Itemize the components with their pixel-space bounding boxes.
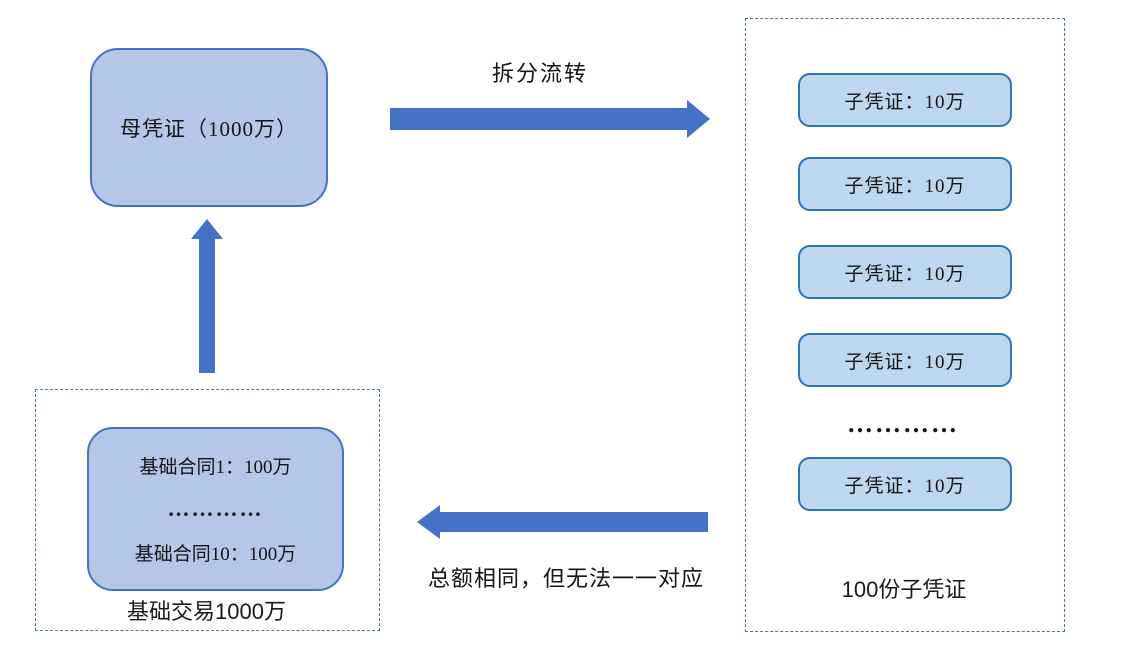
child-voucher-label: 子凭证：10万	[844, 263, 966, 285]
base-contract-line-1: 基础合同1：100万	[139, 457, 292, 478]
split-arrow-head	[687, 100, 710, 138]
child-voucher-label: 子凭证：10万	[844, 351, 966, 373]
child-voucher-label: 子凭证：10万	[844, 175, 966, 197]
child-voucher-label: 子凭证：10万	[844, 475, 966, 497]
return-flow-label: 总额相同，但无法一一对应	[427, 566, 704, 591]
base-transaction-caption: 基础交易1000万	[127, 599, 286, 624]
child-voucher-box: 子凭证：10万	[798, 245, 1012, 299]
parent-voucher-box: 母凭证（1000万）	[90, 48, 328, 207]
base-contract-ellipsis: …………	[167, 496, 264, 521]
base-contract-box: 基础合同1：100万 ………… 基础合同10：100万	[87, 427, 344, 591]
base-contract-line-2: 基础合同10：100万	[134, 544, 297, 565]
child-vouchers-caption: 100份子凭证	[841, 577, 967, 602]
child-voucher-box: 子凭证：10万	[798, 157, 1012, 211]
parent-voucher-label: 母凭证（1000万）	[120, 116, 298, 141]
issuance-arrow-head	[191, 219, 223, 239]
child-voucher-box: 子凭证：10万	[798, 457, 1012, 511]
child-voucher-label: 子凭证：10万	[844, 91, 966, 113]
child-vouchers-container	[745, 18, 1065, 632]
base-transaction-container	[35, 389, 380, 631]
child-vouchers-ellipsis: …………	[847, 409, 959, 438]
return-arrow-head	[417, 505, 440, 539]
issuance-arrow-shaft	[199, 238, 215, 373]
child-voucher-box: 子凭证：10万	[798, 73, 1012, 127]
child-voucher-box: 子凭证：10万	[798, 333, 1012, 387]
split-flow-label: 拆分流转	[491, 61, 588, 86]
split-arrow-shaft	[390, 108, 688, 130]
return-arrow-shaft	[440, 512, 708, 532]
